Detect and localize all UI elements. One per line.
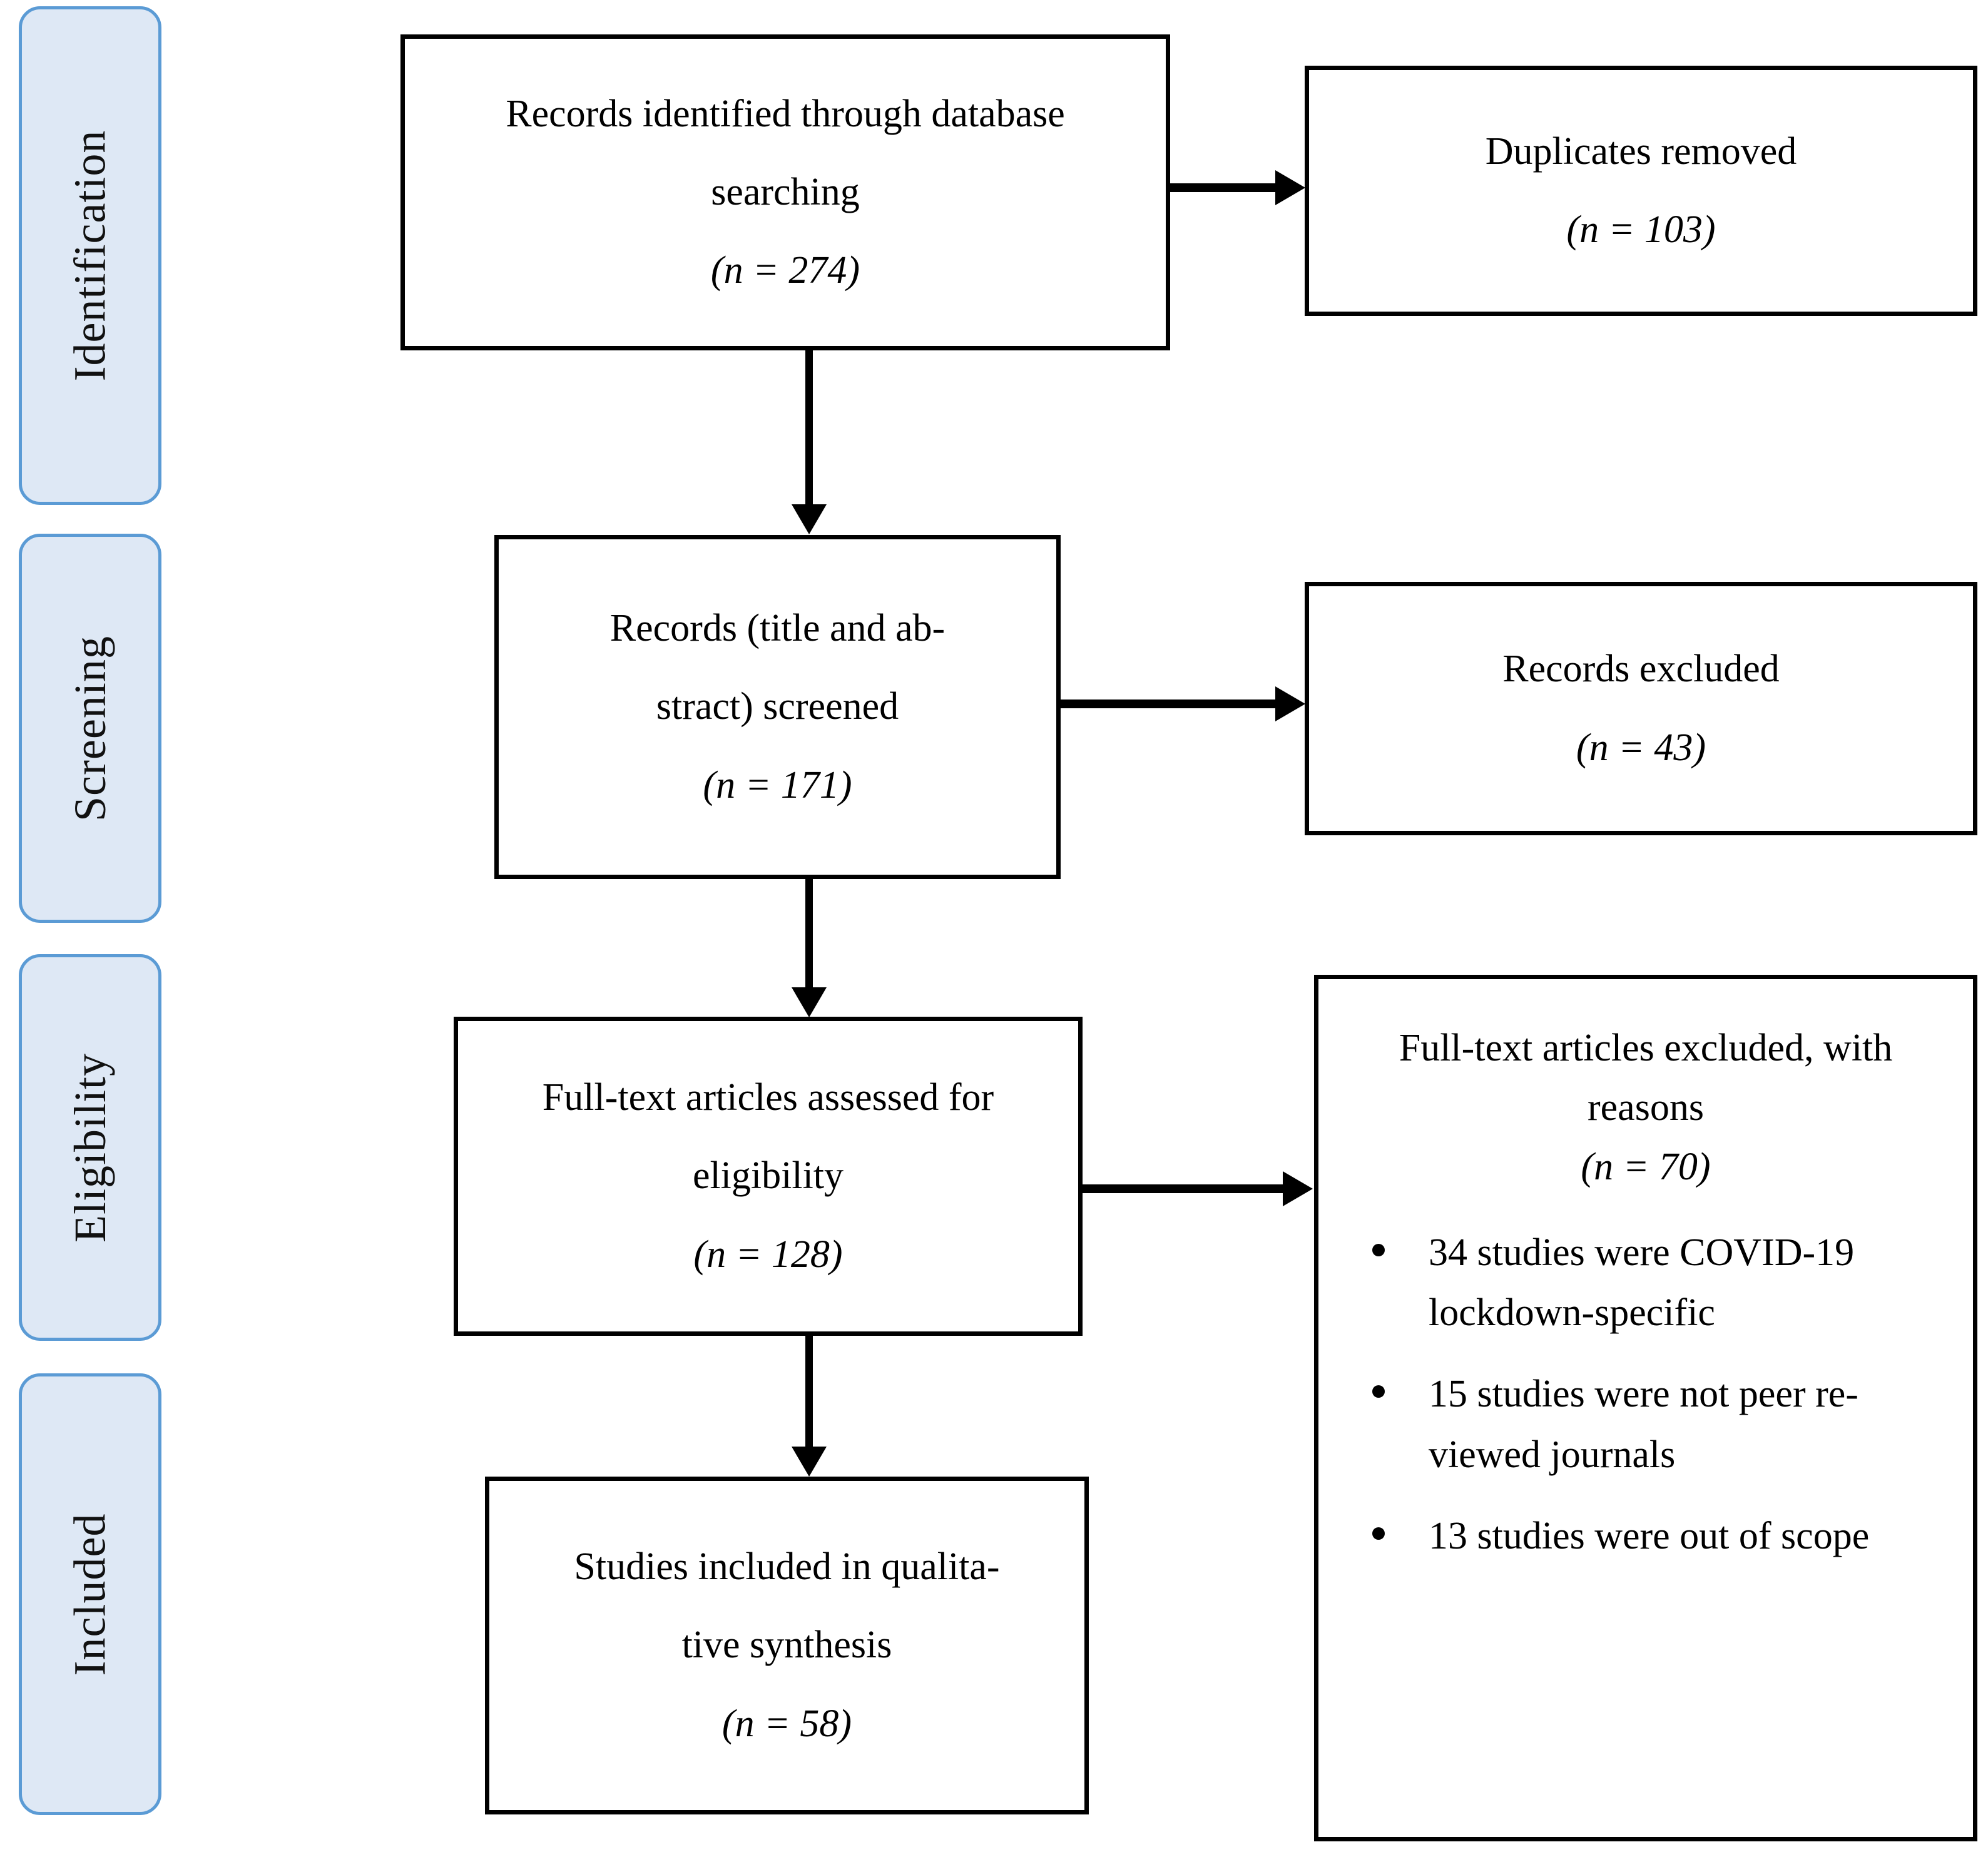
arrowhead-identified-to-screened [792,504,827,534]
arrowhead-screened-to-excluded [1275,686,1305,721]
fulltext-excluded-heading: Full-text articles excluded, with reason… [1332,1009,1959,1206]
records-excluded-count: (n = 43) [1576,726,1706,769]
box-fulltext-excluded: Full-text articles excluded, with reason… [1314,975,1977,1841]
fulltext-excluded-reasons: 34 studies were COVID-19 lockdown-specif… [1332,1223,1959,1565]
connector-fulltext-to-included [805,1336,813,1452]
reason-item: 13 studies were out of scope [1369,1506,1953,1566]
stage-identification: Identification [19,6,161,505]
connector-screened-to-excluded [1061,700,1275,708]
records-screened-line2: stract) screened [656,685,899,728]
stage-included: Included [19,1373,161,1815]
studies-included-line2: tive synthesis [681,1624,892,1667]
fulltext-excluded-count: (n = 70) [1581,1146,1711,1189]
arrowhead-fulltext-to-excluded [1283,1171,1313,1206]
duplicates-removed-line1: Duplicates removed [1485,130,1797,173]
studies-included-line1: Studies included in qualita- [574,1545,1000,1589]
arrowhead-identified-to-duplicates [1275,170,1305,205]
records-identified-count: (n = 274) [710,249,860,292]
stage-included-label: Included [64,1513,115,1676]
records-identified-line1: Records identified through database [506,92,1065,135]
connector-fulltext-to-excluded [1083,1184,1283,1193]
fulltext-assessed-count: (n = 128) [693,1233,843,1276]
box-studies-included: Studies included in qualita- tive synthe… [485,1477,1089,1814]
fulltext-excluded-line1: Full-text articles excluded, with [1399,1027,1893,1069]
reason-item: 34 studies were COVID-19 lockdown-specif… [1369,1223,1953,1343]
box-duplicates-removed: Duplicates removed (n = 103) [1305,66,1977,316]
bullet-icon [1372,1385,1385,1398]
connector-identified-to-duplicates [1170,183,1275,192]
reason-item: 15 studies were not peer re-viewed journ… [1369,1364,1953,1484]
stage-eligibility: Eligibility [19,954,161,1341]
records-screened-line1: Records (title and ab- [609,607,946,650]
records-screened-count: (n = 171) [703,763,852,806]
fulltext-assessed-line1: Full-text articles assessed for [542,1076,994,1119]
stage-identification-label: Identification [64,130,115,382]
reason-text: 34 studies were COVID-19 lockdown-specif… [1429,1231,1855,1335]
arrowhead-screened-to-fulltext [792,987,827,1017]
box-records-identified: Records identified through database sear… [400,34,1170,350]
records-excluded-line1: Records excluded [1502,648,1780,691]
box-fulltext-assessed: Full-text articles assessed for eligibil… [454,1017,1083,1336]
stage-screening-label: Screening [64,635,115,822]
connector-screened-to-fulltext [805,879,813,992]
reason-text: 15 studies were not peer re-viewed journ… [1429,1373,1858,1476]
box-records-screened: Records (title and ab- stract) screened … [494,535,1061,879]
stage-eligibility-label: Eligibility [64,1052,115,1243]
bullet-icon [1372,1527,1385,1540]
records-identified-line2: searching [711,170,860,213]
fulltext-excluded-line2: reasons [1588,1086,1704,1129]
stage-screening: Screening [19,534,161,923]
studies-included-count: (n = 58) [721,1702,852,1745]
bullet-icon [1372,1244,1385,1257]
duplicates-removed-count: (n = 103) [1566,208,1716,251]
connector-identified-to-screened [805,350,813,507]
arrowhead-fulltext-to-included [792,1447,827,1477]
box-records-excluded: Records excluded (n = 43) [1305,582,1977,835]
fulltext-assessed-line2: eligibility [692,1154,844,1198]
reason-text: 13 studies were out of scope [1429,1514,1870,1557]
